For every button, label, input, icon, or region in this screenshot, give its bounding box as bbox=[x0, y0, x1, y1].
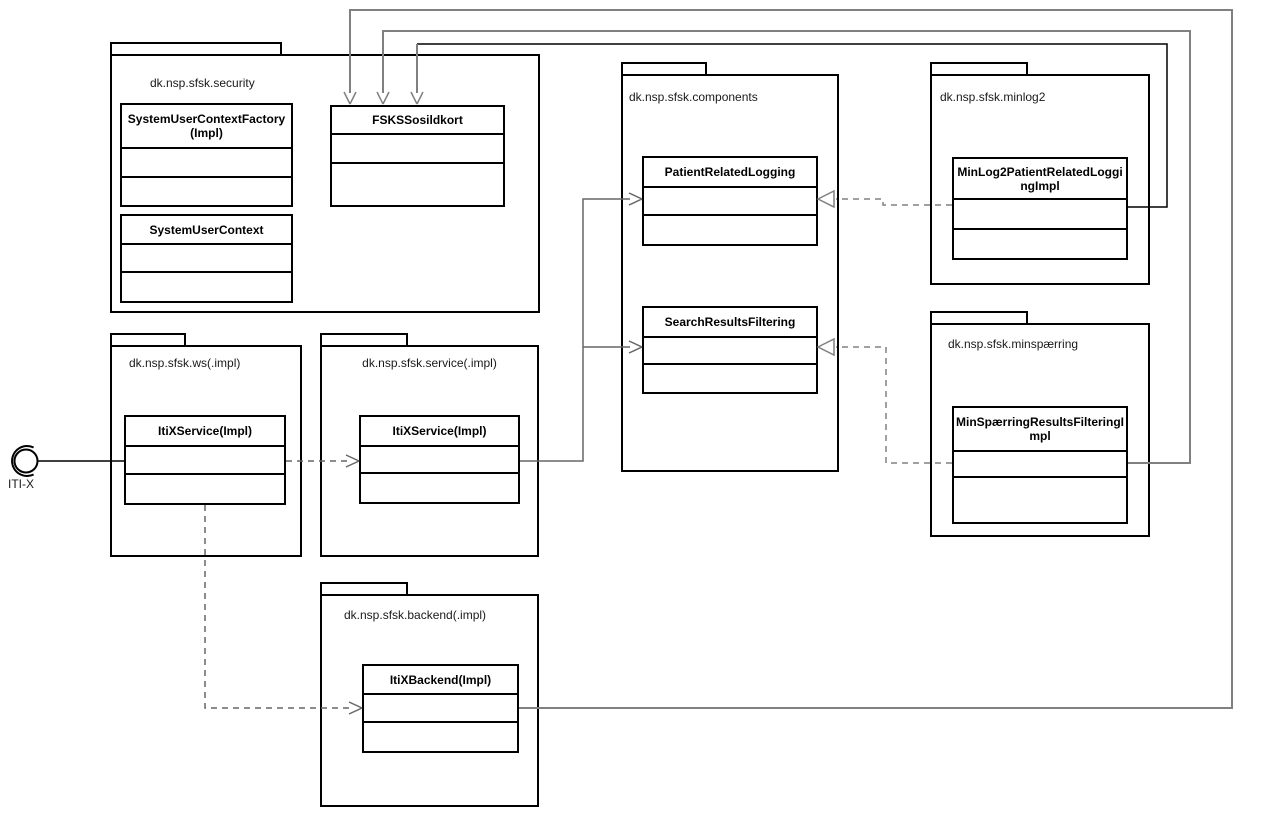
class-name: MinSpærringResultsFilteringImpl bbox=[956, 415, 1125, 443]
class-name: FSKSSosildkort bbox=[372, 113, 463, 127]
class-attributes-compartment bbox=[364, 693, 517, 721]
package-label: dk.nsp.sfsk.service(.impl) bbox=[362, 356, 497, 370]
class-name: ItiXBackend(Impl) bbox=[389, 672, 492, 687]
package-tab bbox=[930, 62, 1028, 74]
class-methods-compartment bbox=[644, 214, 816, 244]
class-itixbackend: ItiXBackend(Impl) bbox=[362, 664, 519, 753]
class-name: SystemUserContextFactory (Impl) bbox=[127, 112, 286, 140]
class-attributes-compartment bbox=[644, 186, 816, 214]
package-minlog2: dk.nsp.sfsk.minlog2 MinLog2PatientRelate… bbox=[930, 62, 1150, 285]
package-tab bbox=[110, 42, 282, 54]
package-label: dk.nsp.sfsk.minspærring bbox=[948, 337, 1079, 351]
class-methods-compartment bbox=[644, 363, 816, 392]
package-label: dk.nsp.sfsk.components bbox=[629, 90, 758, 104]
package-tab bbox=[930, 311, 1028, 323]
class-attributes-compartment bbox=[126, 445, 284, 473]
package-tab bbox=[621, 62, 707, 74]
class-name: SearchResultsFiltering bbox=[664, 315, 796, 329]
package-label: dk.nsp.sfsk.minlog2 bbox=[940, 90, 1046, 104]
package-tab bbox=[110, 333, 186, 345]
package-service: dk.nsp.sfsk.service(.impl) ItiXService(I… bbox=[320, 333, 539, 557]
class-itixservice-ws: ItiXService(Impl) bbox=[124, 415, 286, 505]
class-name: MinLog2PatientRelatedLoggingImpl bbox=[957, 164, 1123, 193]
class-methods-compartment bbox=[364, 721, 517, 751]
class-systemusercontextfactory: SystemUserContextFactory (Impl) bbox=[120, 103, 293, 207]
class-attributes-compartment bbox=[122, 243, 291, 271]
class-patientrelatedlogging: PatientRelatedLogging bbox=[642, 156, 818, 246]
class-name: SystemUserContext bbox=[149, 222, 264, 237]
class-attributes-compartment bbox=[122, 147, 291, 176]
interface-label-iti-x: ITI-X bbox=[8, 477, 34, 491]
class-attributes-compartment bbox=[361, 445, 518, 472]
package-backend: dk.nsp.sfsk.backend(.impl) ItiXBackend(I… bbox=[320, 582, 539, 807]
package-label: dk.nsp.sfsk.backend(.impl) bbox=[344, 608, 487, 622]
class-attributes-compartment bbox=[332, 133, 503, 162]
class-methods-compartment bbox=[122, 176, 291, 205]
class-methods-compartment bbox=[954, 228, 1126, 258]
class-itixservice-service: ItiXService(Impl) bbox=[359, 415, 520, 504]
class-name: ItiXService(Impl) bbox=[157, 424, 253, 438]
class-attributes-compartment bbox=[644, 336, 816, 363]
class-minspaerringresultsfilteringimpl: MinSpærringResultsFilteringImpl bbox=[952, 406, 1128, 524]
class-methods-compartment bbox=[126, 473, 284, 503]
class-searchresultsfiltering: SearchResultsFiltering bbox=[642, 306, 818, 394]
class-systemusercontext: SystemUserContext bbox=[120, 214, 293, 303]
class-fskssosildkort: FSKSSosildkort bbox=[330, 105, 505, 207]
package-tab bbox=[320, 333, 408, 345]
class-methods-compartment bbox=[361, 472, 518, 502]
class-methods-compartment bbox=[954, 476, 1126, 522]
class-name: PatientRelatedLogging bbox=[664, 165, 796, 179]
class-name: ItiXService(Impl) bbox=[392, 424, 487, 438]
package-label: dk.nsp.sfsk.security bbox=[150, 76, 255, 90]
class-methods-compartment bbox=[332, 162, 503, 205]
class-attributes-compartment bbox=[954, 450, 1126, 476]
package-label: dk.nsp.sfsk.ws(.impl) bbox=[129, 356, 241, 370]
package-minspaerring: dk.nsp.sfsk.minspærring MinSpærringResul… bbox=[930, 311, 1150, 537]
package-security: dk.nsp.sfsk.security SystemUserContextFa… bbox=[110, 42, 540, 313]
iti-x-lollipop-icon bbox=[11, 445, 124, 477]
package-body bbox=[621, 74, 839, 472]
class-methods-compartment bbox=[122, 271, 291, 301]
package-components: dk.nsp.sfsk.components PatientRelatedLog… bbox=[621, 62, 839, 472]
package-tab bbox=[320, 582, 408, 594]
package-ws: dk.nsp.sfsk.ws(.impl) ItiXService(Impl) bbox=[110, 333, 302, 557]
class-minlog2patientrelatedloggingimpl: MinLog2PatientRelatedLoggingImpl bbox=[952, 157, 1128, 260]
class-attributes-compartment bbox=[954, 198, 1126, 228]
